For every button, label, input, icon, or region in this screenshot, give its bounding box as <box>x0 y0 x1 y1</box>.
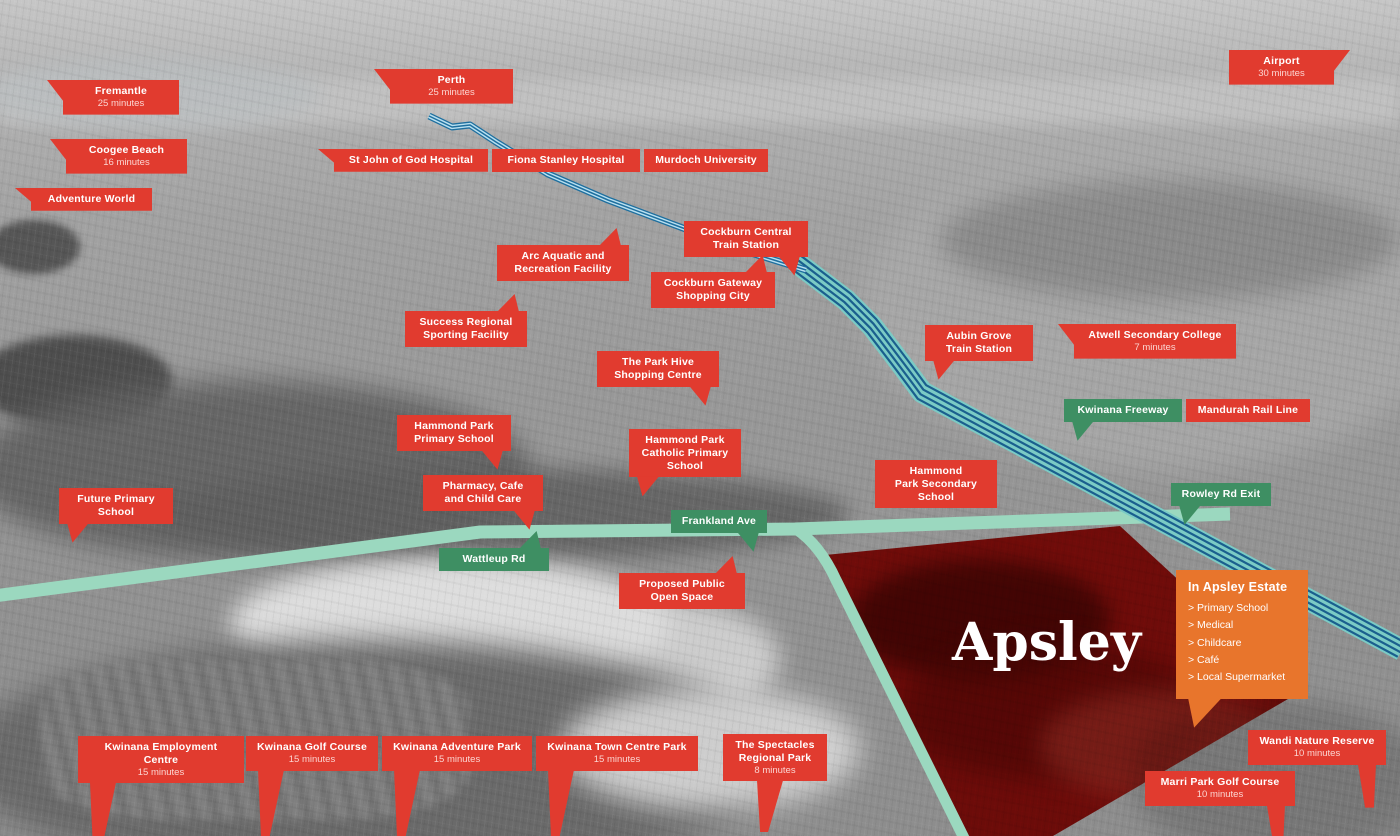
label-time: 25 minutes <box>97 97 145 109</box>
label-mandurah-rail-line: Mandurah Rail Line <box>1186 399 1310 422</box>
label-wandi-nature-reserve: Wandi Nature Reserve 10 minutes <box>1248 730 1386 765</box>
label-st-john-of-god-hospital: St John of God Hospital <box>318 149 488 172</box>
label-title: The Spectacles Regional Park <box>735 739 815 764</box>
label-time: 25 minutes <box>428 86 475 98</box>
label-time: 7 minutes <box>1134 341 1176 353</box>
label-title: Kwinana Employment Centre <box>104 741 218 766</box>
label-perth: Perth 25 minutes <box>374 69 513 104</box>
label-time: 15 minutes <box>137 766 185 778</box>
label-time: 16 minutes <box>103 156 150 168</box>
label-title: Fiona Stanley Hospital <box>507 154 625 166</box>
label-atwell-secondary-college: Atwell Secondary College 7 minutes <box>1058 324 1236 359</box>
label-title: Success Regional Sporting Facility <box>419 316 513 341</box>
label-kwinana-freeway: Kwinana Freeway <box>1064 399 1182 422</box>
label-title: Wandi Nature Reserve <box>1259 735 1375 747</box>
label-pharmacy-cafe-childcare: Pharmacy, Cafe and Child Care <box>423 475 543 511</box>
estate-amenities-panel: In Apsley Estate > Primary School > Medi… <box>1176 570 1308 699</box>
wattleup-rowley-road <box>0 507 1231 602</box>
label-kwinana-golf-course: Kwinana Golf Course 15 minutes <box>246 736 378 771</box>
label-wattleup-rd: Wattleup Rd <box>439 548 549 571</box>
label-title: Kwinana Golf Course <box>257 741 367 753</box>
label-future-primary-school: Future Primary School <box>59 488 173 524</box>
label-fremantle: Fremantle 25 minutes <box>47 80 179 115</box>
label-title: Kwinana Adventure Park <box>393 741 521 753</box>
label-title: Hammond Park Catholic Primary School <box>641 434 729 472</box>
label-title: Marri Park Golf Course <box>1160 776 1280 788</box>
label-time: 30 minutes <box>1258 67 1305 79</box>
label-aubin-grove-station: Aubin Grove Train Station <box>925 325 1033 361</box>
label-title: Mandurah Rail Line <box>1197 404 1299 416</box>
label-cockburn-central-station: Cockburn Central Train Station <box>684 221 808 257</box>
label-time: 15 minutes <box>433 753 481 765</box>
label-time: 8 minutes <box>754 764 796 776</box>
label-title: St John of God Hospital <box>348 154 474 166</box>
label-time: 10 minutes <box>1196 788 1244 800</box>
panel-item: > Childcare <box>1188 636 1242 649</box>
label-title: Frankland Ave <box>681 515 757 527</box>
label-title: Kwinana Freeway <box>1077 404 1169 416</box>
freeway-lane-stripes <box>791 254 1400 658</box>
label-fiona-stanley-hospital: Fiona Stanley Hospital <box>492 149 640 172</box>
label-marri-park-golf-course: Marri Park Golf Course 10 minutes <box>1145 771 1295 806</box>
label-time: 10 minutes <box>1293 747 1341 759</box>
label-title: Cockburn Gateway Shopping City <box>663 277 763 302</box>
label-frankland-ave: Frankland Ave <box>671 510 767 533</box>
label-park-hive: The Park Hive Shopping Centre <box>597 351 719 387</box>
label-title: Adventure World <box>47 193 136 205</box>
label-title: Rowley Rd Exit <box>1181 488 1261 500</box>
label-title: Perth <box>437 74 466 86</box>
label-airport: Airport 30 minutes <box>1229 50 1350 85</box>
label-rowley-rd-exit: Rowley Rd Exit <box>1171 483 1271 506</box>
label-title: Hammond Park Secondary School <box>894 465 978 503</box>
label-title: Future Primary School <box>77 493 155 518</box>
label-title: Kwinana Town Centre Park <box>547 741 687 753</box>
label-title: Aubin Grove Train Station <box>945 330 1013 355</box>
label-coogee-beach: Coogee Beach 16 minutes <box>50 139 187 174</box>
label-hammond-park-primary: Hammond Park Primary School <box>397 415 511 451</box>
label-title: Hammond Park Primary School <box>414 420 494 445</box>
label-time: 15 minutes <box>593 753 641 765</box>
label-title: Pharmacy, Cafe and Child Care <box>442 480 524 505</box>
label-kwinana-adventure-park: Kwinana Adventure Park 15 minutes <box>382 736 532 771</box>
label-time: 15 minutes <box>288 753 336 765</box>
estate-boundary-road <box>792 524 970 836</box>
label-title: The Park Hive Shopping Centre <box>614 356 702 381</box>
label-title: Cockburn Central Train Station <box>700 226 792 251</box>
label-hammond-park-catholic: Hammond Park Catholic Primary School <box>629 429 741 478</box>
label-title: Fremantle <box>95 85 147 97</box>
label-title: Proposed Public Open Space <box>639 578 725 603</box>
label-proposed-open-space: Proposed Public Open Space <box>619 573 745 609</box>
label-spectacles-regional-park: The Spectacles Regional Park 8 minutes <box>723 734 827 782</box>
label-kwinana-employment-centre: Kwinana Employment Centre 15 minutes <box>78 736 244 784</box>
label-kwinana-town-centre-park: Kwinana Town Centre Park 15 minutes <box>536 736 698 771</box>
label-title: Arc Aquatic and Recreation Facility <box>514 250 612 275</box>
label-murdoch-university: Murdoch University <box>644 149 768 172</box>
label-cockburn-gateway: Cockburn Gateway Shopping City <box>651 272 775 308</box>
label-title: Airport <box>1263 55 1300 67</box>
label-title: Atwell Secondary College <box>1088 329 1222 341</box>
label-success-regional: Success Regional Sporting Facility <box>405 311 527 347</box>
label-adventure-world: Adventure World <box>15 188 152 211</box>
label-title: Murdoch University <box>655 154 757 166</box>
panel-item: > Café <box>1188 653 1220 666</box>
label-title: Coogee Beach <box>88 144 165 156</box>
estate-name: Apsley <box>952 612 1142 673</box>
panel-item: > Local Supermarket <box>1188 671 1286 684</box>
label-title: Wattleup Rd <box>462 553 526 565</box>
label-arc-aquatic: Arc Aquatic and Recreation Facility <box>497 245 629 281</box>
label-hammond-park-secondary: Hammond Park Secondary School <box>875 460 997 509</box>
panel-item: > Primary School <box>1188 602 1269 614</box>
panel-item: > Medical <box>1188 619 1234 632</box>
panel-title: In Apsley Estate <box>1188 580 1288 594</box>
